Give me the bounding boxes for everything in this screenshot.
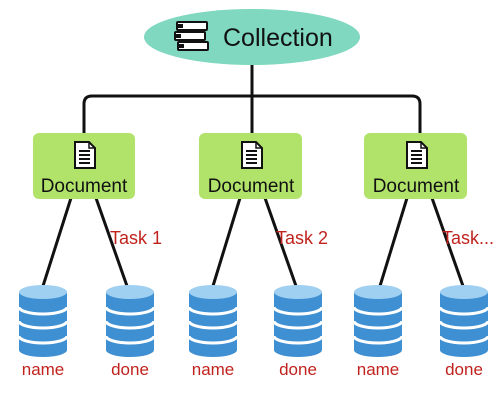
field-label-name-3: name: [357, 360, 400, 379]
field-label-done-2: done: [279, 360, 317, 379]
document-label: Document: [208, 176, 295, 197]
collection-node: Collection: [144, 9, 360, 65]
root-connectors: [82, 60, 422, 135]
field-label-name-2: name: [192, 360, 235, 379]
database-icon-done-1: [104, 283, 156, 359]
task-label-2: Task 2: [276, 228, 328, 248]
database-icon-name-1: [17, 283, 69, 359]
document-label: Document: [41, 176, 128, 197]
books-stack-icon: [174, 21, 209, 51]
task-label-3: Task...: [442, 228, 494, 248]
field-connectors: [41, 197, 465, 287]
document-label: Document: [373, 176, 460, 197]
document-node-3: Document: [364, 133, 467, 199]
database-icon-name-3: [352, 283, 404, 359]
collection-label: Collection: [223, 24, 333, 52]
field-label-done-1: done: [111, 360, 149, 379]
database-icon-name-2: [187, 283, 239, 359]
database-icon-done-2: [272, 283, 324, 359]
task-label-1: Task 1: [110, 228, 162, 248]
document-icon: [406, 141, 428, 169]
document-icon: [74, 141, 96, 169]
document-node-2: Document: [199, 133, 302, 199]
field-label-name-1: name: [22, 360, 65, 379]
database-icon-done-3: [438, 283, 490, 359]
field-label-done-3: done: [445, 360, 483, 379]
document-node-1: Document: [33, 133, 135, 199]
document-icon: [241, 141, 263, 169]
